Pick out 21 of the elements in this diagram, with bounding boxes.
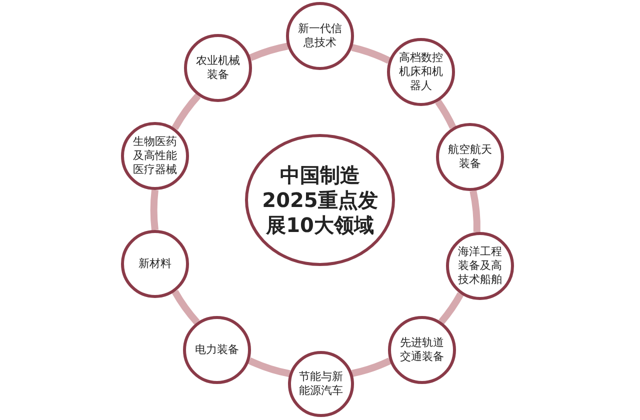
topic-label: 航空航天装备	[447, 142, 493, 172]
ring-connector	[351, 44, 390, 64]
topic-label: 高档数控机床和机器人	[398, 50, 444, 94]
ring-connector	[249, 42, 288, 62]
ring-connector	[172, 93, 201, 130]
topic-label: 海洋工程装备及高技术船舶	[457, 244, 503, 288]
topic-label: 节能与新能源汽车	[298, 370, 344, 398]
ring-connector	[438, 292, 464, 324]
ring-connector	[470, 190, 480, 232]
topic-label: 生物医药及高性能医疗器械	[132, 134, 178, 178]
topic-label: 先进轨道交通装备	[399, 336, 445, 364]
topic-label: 电力装备	[194, 342, 240, 358]
topic-label: 新一代信息技术	[297, 22, 343, 50]
ring-connector	[248, 357, 290, 378]
center-title: 中国制造2025重点发展10大领域	[262, 162, 378, 238]
topic-label: 新材料	[138, 256, 172, 272]
topic-label: 农业机械装备	[195, 54, 241, 82]
ring-connector	[172, 290, 200, 325]
ring-connector	[435, 100, 456, 130]
ring-connector	[351, 358, 392, 377]
ring-connector	[150, 190, 158, 230]
